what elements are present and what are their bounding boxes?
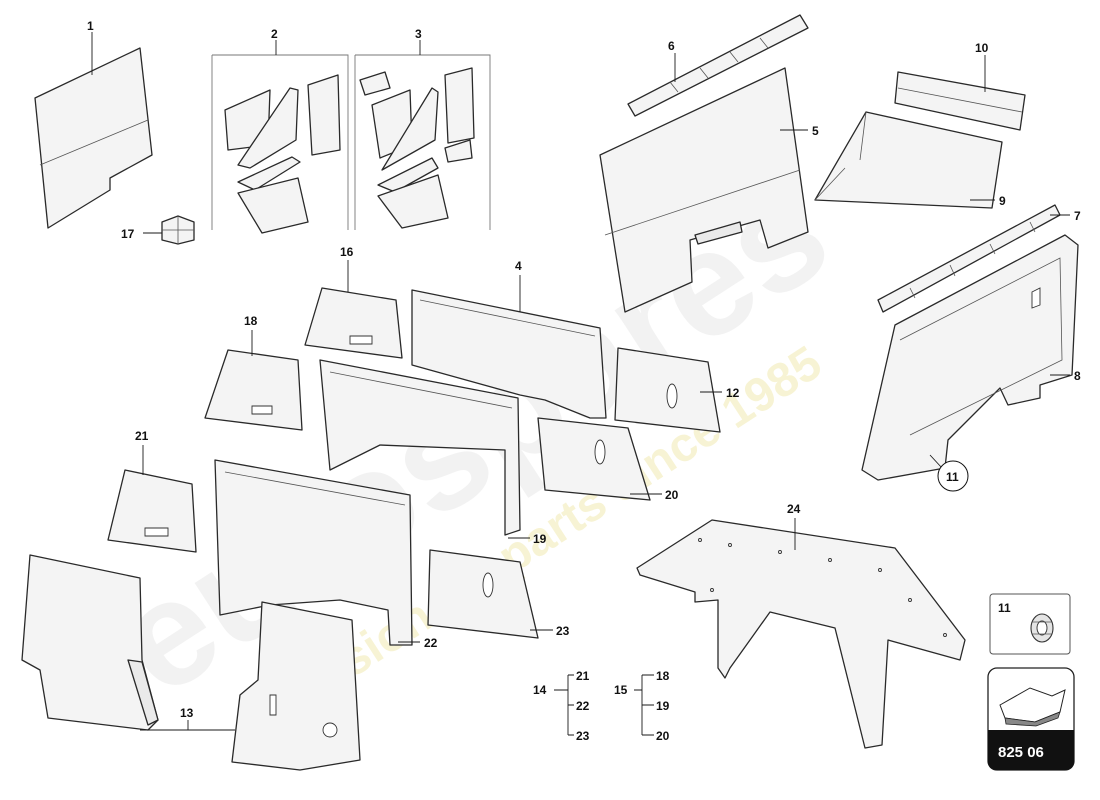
callout-21: 21 (135, 429, 149, 443)
callout-6: 6 (668, 39, 675, 53)
callout-10: 10 (975, 41, 989, 55)
group-15-item-2: 19 (656, 699, 670, 713)
arrow-icon (999, 687, 1066, 727)
part-21-panel[interactable] (107, 469, 197, 553)
inset-label: 11 (998, 601, 1011, 615)
part-10-channel[interactable] (894, 71, 1026, 131)
part-22-panel[interactable] (214, 459, 413, 646)
part-20-panel[interactable] (537, 417, 651, 501)
part-17-clip[interactable] (161, 215, 195, 245)
part-12-panel[interactable] (614, 347, 721, 433)
group-15: 15 18 19 20 (614, 669, 670, 743)
callout-9: 9 (999, 194, 1006, 208)
group-15-item-1: 18 (656, 669, 670, 683)
callout-16: 16 (340, 245, 354, 259)
group-14-item-2: 22 (576, 699, 590, 713)
inset-part-11[interactable]: 11 (989, 593, 1071, 655)
callout-13: 13 (180, 706, 194, 720)
part-24-frame[interactable] (636, 519, 966, 749)
callout-7: 7 (1074, 209, 1081, 223)
part-6-bracket[interactable] (627, 14, 809, 117)
callout-19: 19 (533, 532, 547, 546)
callout-5: 5 (812, 124, 819, 138)
callout-4: 4 (515, 259, 522, 273)
part-23-panel[interactable] (427, 549, 539, 639)
callout-11: 11 (946, 470, 959, 484)
part-18-panel[interactable] (204, 349, 303, 431)
part-5-panel[interactable] (599, 67, 809, 313)
reference-box: 825 06 (987, 667, 1075, 771)
part-4-panel[interactable] (411, 289, 607, 419)
callout-3: 3 (415, 27, 422, 41)
callout-14: 14 (533, 683, 547, 697)
callout-17: 17 (121, 227, 135, 241)
part-8-panel[interactable] (861, 234, 1079, 481)
part-16-panel[interactable] (304, 287, 403, 359)
reference-code: 825 06 (998, 744, 1044, 761)
group-15-item-3: 20 (656, 729, 670, 743)
part-1-panel[interactable] (34, 47, 153, 229)
callout-20: 20 (665, 488, 679, 502)
part-19-panel[interactable] (319, 359, 521, 536)
callout-8: 8 (1074, 369, 1081, 383)
callout-12: 12 (726, 386, 740, 400)
callout-24: 24 (787, 502, 801, 516)
callout-23: 23 (556, 624, 570, 638)
part-9-tray[interactable] (814, 111, 1003, 209)
part-13-panel[interactable] (21, 554, 361, 771)
group-14-item-1: 21 (576, 669, 590, 683)
group-3: 3 (354, 27, 491, 230)
callout-22: 22 (424, 636, 438, 650)
watermark: eurospares a passion for parts since 198… (86, 145, 856, 754)
callout-2: 2 (271, 27, 278, 41)
callout-1: 1 (87, 19, 94, 33)
callout-18: 18 (244, 314, 258, 328)
callout-15: 15 (614, 683, 628, 697)
group-14-item-3: 23 (576, 729, 590, 743)
group-14: 14 21 22 23 (533, 669, 590, 743)
group-2: 2 (211, 27, 349, 234)
